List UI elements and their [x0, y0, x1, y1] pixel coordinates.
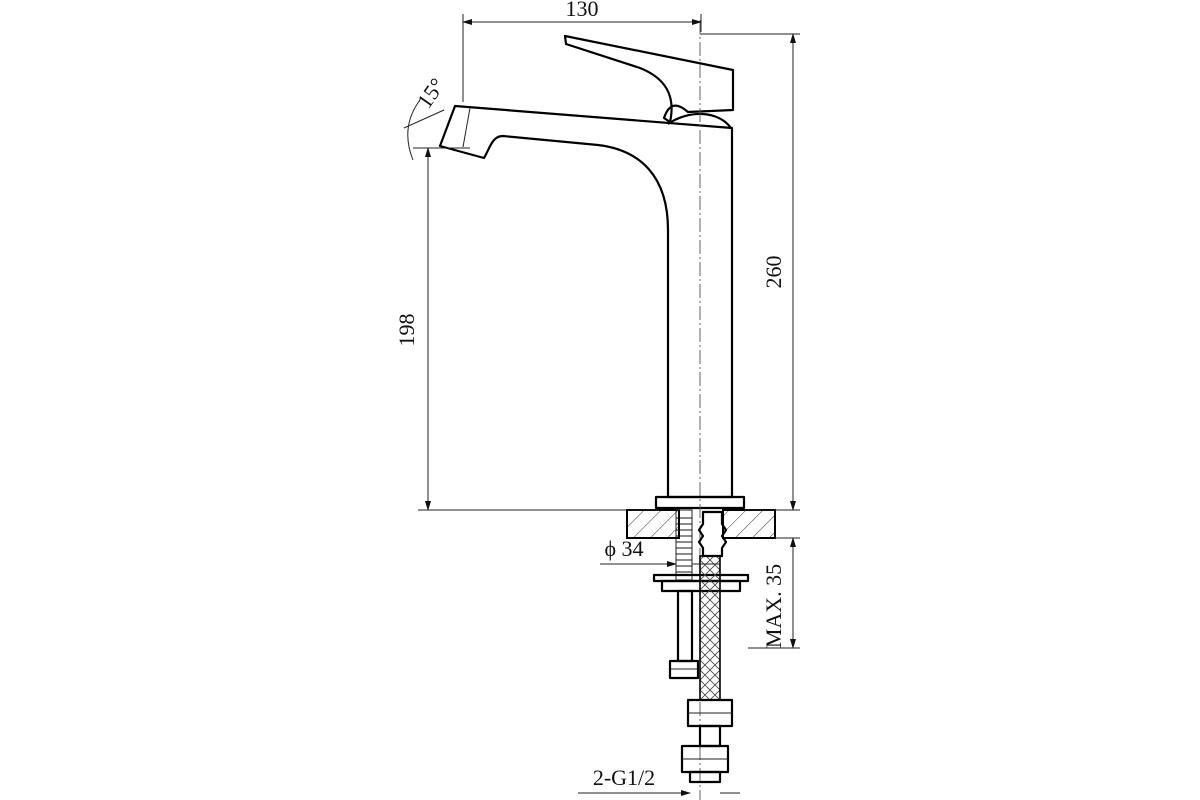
spout-tip-line — [462, 107, 471, 148]
lower-stud — [676, 589, 694, 663]
dim-connection: 2-G1/2 — [578, 765, 740, 796]
dim-angle-label: 15° — [412, 73, 450, 113]
dim-diameter: ϕ 34 — [600, 536, 720, 567]
dim-max-thickness: MAX. 35 — [748, 537, 800, 649]
faucet-body — [438, 34, 746, 510]
counter-right — [722, 509, 776, 539]
dim-total-height-label: 260 — [761, 256, 786, 289]
dim-total-height: 260 — [700, 33, 800, 511]
hose-end — [688, 770, 722, 784]
dim-width: 130 — [462, 0, 702, 102]
hose-neck — [698, 724, 722, 748]
counter-left — [626, 509, 680, 539]
dim-width-label: 130 — [566, 0, 599, 21]
spout-outline — [438, 104, 734, 499]
dim-diameter-label: ϕ 34 — [604, 536, 643, 561]
mounting-hardware — [652, 509, 750, 784]
dim-max-thickness-label: MAX. 35 — [761, 564, 786, 648]
dim-spout-height: 198 — [394, 147, 660, 511]
stud-threads — [676, 517, 692, 573]
flex-hose — [699, 555, 721, 701]
handle-cap — [667, 112, 732, 129]
dim-spout-height-label: 198 — [394, 314, 419, 347]
handle-lever — [563, 34, 735, 124]
dim-connection-label: 2-G1/2 — [593, 765, 655, 790]
hose-coupling — [697, 510, 728, 558]
